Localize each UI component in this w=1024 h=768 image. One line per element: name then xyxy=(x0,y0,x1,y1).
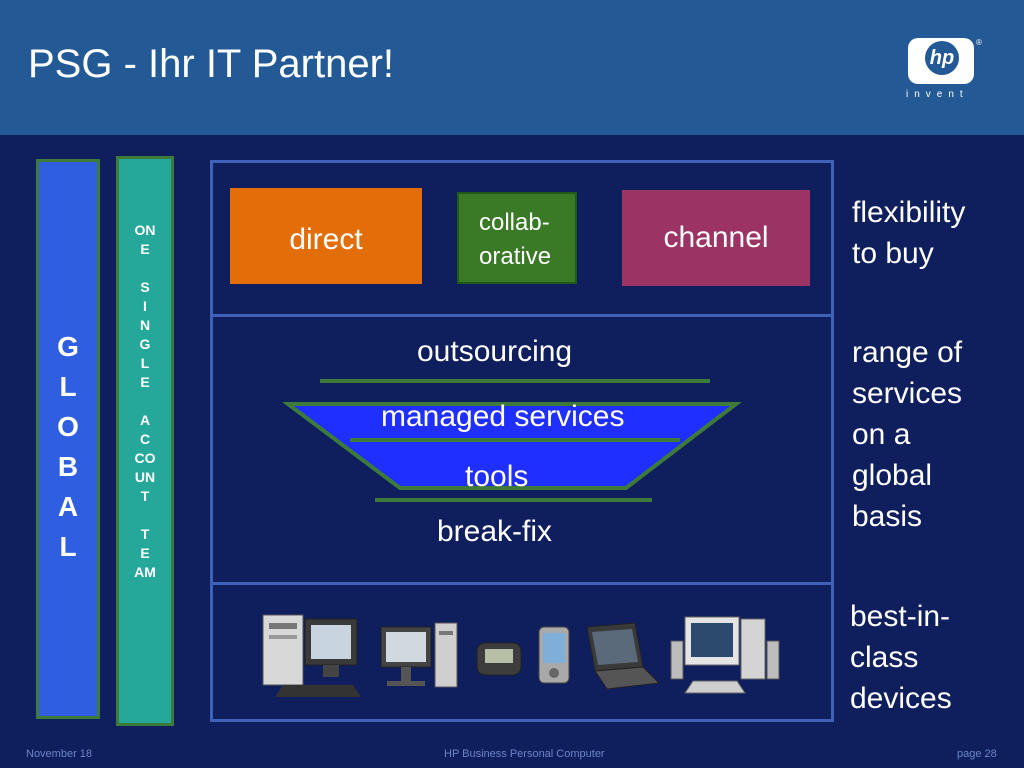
direct-box: direct xyxy=(230,188,422,284)
range-line-5: basis xyxy=(852,500,923,533)
team-letter xyxy=(119,259,171,278)
flexibility-line-1: flexibility xyxy=(852,196,966,229)
managed-services-label: managed services xyxy=(381,400,625,433)
global-letter: O xyxy=(57,411,79,442)
hp-logo-mark: hp xyxy=(925,41,959,75)
team-letter: G xyxy=(139,336,151,352)
footer-title: HP Business Personal Computer xyxy=(444,748,605,760)
team-letter xyxy=(119,506,171,525)
hp-logo-box: hp xyxy=(908,38,974,84)
pager-icon xyxy=(476,642,522,676)
laptop-icon xyxy=(586,622,661,690)
range-line-4: global xyxy=(852,459,933,492)
team-letter: S xyxy=(140,279,150,295)
range-line-1: range of xyxy=(852,336,963,369)
services-funnel xyxy=(282,379,742,502)
footer-page-number: page 28 xyxy=(957,748,997,760)
team-letter: T xyxy=(140,488,150,504)
desktop-pc-icon xyxy=(262,614,361,697)
team-letter: C xyxy=(139,431,151,447)
device-images xyxy=(262,614,780,697)
best-in-class-label: best-in- class devices xyxy=(850,596,952,719)
team-letter: E xyxy=(140,545,150,561)
break-fix-label: break-fix xyxy=(437,515,553,548)
range-line-2: services xyxy=(852,377,963,410)
team-letter: E xyxy=(140,241,150,257)
global-letter: A xyxy=(57,491,79,522)
team-letter: E xyxy=(140,374,150,390)
hp-logo-word: invent xyxy=(906,89,969,100)
flexibility-line-2: to buy xyxy=(852,237,934,270)
team-letter: N xyxy=(139,317,151,333)
team-letter: A xyxy=(139,412,151,428)
team-letter xyxy=(119,392,171,411)
tools-label: tools xyxy=(465,460,529,493)
team-letter: AM xyxy=(134,564,156,580)
content-panel xyxy=(210,160,834,722)
collaborative-line-2: orative xyxy=(479,243,552,270)
registered-icon: ® xyxy=(976,38,982,47)
team-letter: I xyxy=(143,298,147,314)
collaborative-box: collab- orative xyxy=(457,192,577,284)
panel-divider-bottom xyxy=(210,582,834,585)
flat-panel-pc-icon xyxy=(380,622,458,688)
team-letter: UN xyxy=(134,469,156,485)
global-letter: L xyxy=(59,371,77,402)
range-of-services-label: range of services on a global basis xyxy=(852,332,962,537)
workstation-icon xyxy=(670,616,780,694)
devices-line-3: devices xyxy=(850,682,952,715)
global-letter: B xyxy=(57,451,79,482)
slide-title: PSG - Ihr IT Partner! xyxy=(28,42,395,86)
range-line-3: on a xyxy=(852,418,911,451)
team-letter: L xyxy=(140,355,150,371)
funnel-shape xyxy=(282,402,742,490)
team-letter: CO xyxy=(134,450,156,466)
flexibility-label: flexibility to buy xyxy=(852,192,965,274)
global-letter: G xyxy=(57,331,79,362)
team-letter: ON xyxy=(134,222,156,238)
devices-line-2: class xyxy=(850,641,919,674)
global-letter: L xyxy=(59,531,77,562)
footer-date: November 18 xyxy=(26,748,93,760)
channel-box: channel xyxy=(622,190,810,286)
pda-icon xyxy=(538,626,570,684)
slide-header xyxy=(0,0,1024,135)
devices-line-1: best-in- xyxy=(850,600,951,633)
hp-logo: hp ® invent xyxy=(900,38,982,104)
outsourcing-label: outsourcing xyxy=(417,335,573,368)
team-letter: T xyxy=(140,526,150,542)
panel-divider-top xyxy=(210,314,834,317)
collaborative-line-1: collab- xyxy=(479,209,550,236)
